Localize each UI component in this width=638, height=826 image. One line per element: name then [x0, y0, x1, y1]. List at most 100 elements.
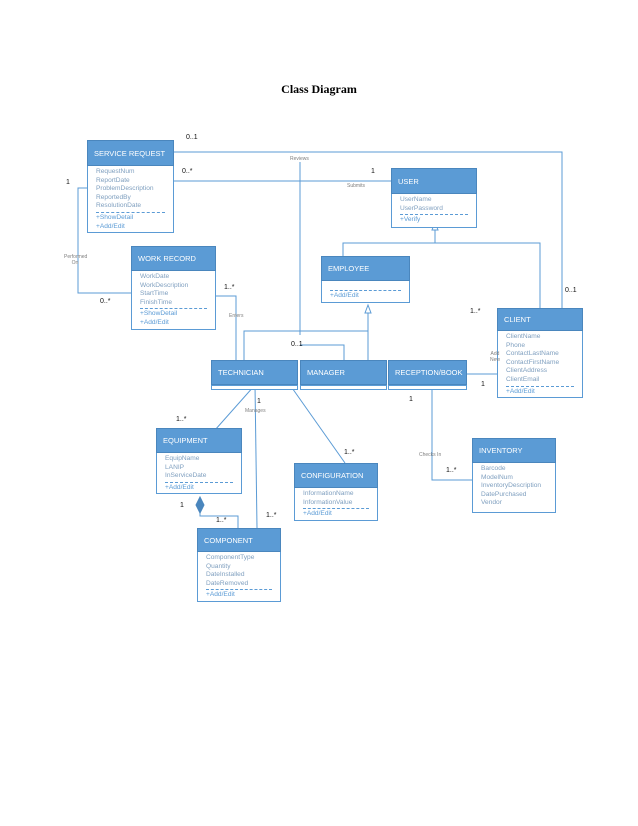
multiplicity-label: 1 — [409, 396, 413, 403]
class-name: WORK RECORD — [131, 246, 216, 271]
class-work-record: WORK RECORD WorkDate WorkDescription Sta… — [131, 246, 216, 330]
attr: InformationName — [303, 490, 354, 497]
multiplicity-label: 0..* — [182, 168, 193, 175]
class-name: CONFIGURATION — [294, 463, 378, 488]
attr: LANIP — [165, 463, 185, 471]
attr: ModelNum — [481, 473, 513, 481]
class-technician: TECHNICIAN — [211, 360, 298, 390]
attr: ResolutionDate — [96, 202, 142, 210]
attr: ComponentType — [206, 554, 255, 561]
assoc-sr-client — [173, 151, 563, 308]
class-name: INVENTORY — [472, 438, 556, 463]
assoc-label: Add New — [489, 351, 500, 363]
gen-client-user — [435, 242, 541, 308]
class-user: USER UserName UserPassword +Verify — [391, 168, 477, 228]
class-name: SERVICE REQUEST — [87, 140, 174, 166]
attr: Vendor — [481, 499, 502, 507]
assoc-label: Reviews — [290, 156, 309, 162]
multiplicity-label: 1 — [371, 168, 375, 175]
assoc-label: Performed On — [64, 254, 88, 266]
attr: Quantity — [206, 562, 231, 570]
class-equipment: EQUIPMENT EquipName LANIP InServiceDate … — [156, 428, 242, 495]
operation: +ShowDetail — [140, 310, 178, 318]
assoc-manages-equip — [214, 384, 256, 431]
assoc-tech-comp — [254, 384, 258, 529]
attr: FinishTime — [140, 298, 172, 306]
assoc-label: Manages — [245, 408, 266, 414]
multiplicity-label: 1 — [481, 381, 485, 388]
attr: Phone — [506, 341, 526, 349]
gen-manager — [300, 344, 345, 360]
class-service-request: SERVICE REQUEST RequestNum ReportDate Pr… — [87, 140, 174, 234]
attr: ContactLastName — [506, 350, 559, 358]
attr: ContactFirstName — [506, 358, 560, 366]
class-manager: MANAGER — [300, 360, 387, 390]
operation: +Add/Edit — [140, 318, 169, 326]
attr: EquipName — [165, 455, 200, 462]
assoc-checks-in — [431, 385, 472, 481]
attr: WorkDescription — [140, 281, 189, 289]
multiplicity-label: 0..1 — [565, 287, 577, 294]
class-name: TECHNICIAN — [211, 360, 298, 385]
class-name: MANAGER — [300, 360, 387, 385]
class-name: EMPLOYEE — [321, 256, 410, 281]
multiplicity-label: 1..* — [446, 467, 457, 474]
class-reception-book: RECEPTION/BOOK — [388, 360, 467, 390]
attr: ProblemDescription — [96, 185, 154, 193]
attr: ClientName — [506, 333, 541, 340]
gen-emp-user — [342, 228, 436, 256]
gen-arrow-employee — [364, 303, 372, 314]
multiplicity-label: 1 — [66, 179, 70, 186]
operation: +Add/Edit — [206, 591, 235, 599]
operation: +Add/Edit — [96, 222, 125, 230]
attr: DateInstalled — [206, 571, 245, 579]
attr: UserPassword — [400, 204, 443, 212]
operation: +Add/Edit — [506, 387, 535, 395]
multiplicity-label: 1..* — [266, 512, 277, 519]
attr: ClientEmail — [506, 375, 540, 383]
attr: RequestNum — [96, 168, 135, 175]
multiplicity-label: 0..1 — [291, 341, 303, 348]
diagram-title: Class Diagram — [281, 82, 357, 96]
class-employee: EMPLOYEE +Add/Edit — [321, 256, 410, 303]
multiplicity-label: 1 — [257, 398, 261, 405]
multiplicity-label: 0..* — [100, 298, 111, 305]
attr: WorkDate — [140, 273, 170, 280]
assoc-tech-config — [289, 384, 346, 464]
assoc-performed-on — [77, 187, 131, 294]
attr: InServiceDate — [165, 472, 207, 480]
operation: +Verify — [400, 216, 421, 224]
operation: +Add/Edit — [330, 292, 359, 299]
assoc-enters — [216, 295, 237, 360]
multiplicity-label: 1..* — [344, 449, 355, 456]
operation: +ShowDetail — [96, 213, 134, 221]
attr: DateRemoved — [206, 579, 249, 587]
multiplicity-label: 0..1 — [186, 134, 198, 141]
class-name: EQUIPMENT — [156, 428, 242, 453]
class-name: RECEPTION/BOOK — [388, 360, 467, 385]
multiplicity-label: 1..* — [470, 308, 481, 315]
attr: InventoryDescription — [481, 482, 542, 490]
class-name: COMPONENT — [197, 528, 281, 552]
class-configuration: CONFIGURATION InformationName Informatio… — [294, 463, 378, 521]
class-component: COMPONENT ComponentType Quantity DateIns… — [197, 528, 281, 602]
attr: ReportDate — [96, 176, 130, 184]
gen-tech-emp — [243, 310, 369, 360]
assoc-label: Checks In — [419, 452, 442, 458]
attr: ClientAddress — [506, 367, 548, 375]
attr: ReportedBy — [96, 193, 131, 201]
multiplicity-label: 1..* — [224, 284, 235, 291]
operation: +Add/Edit — [165, 483, 194, 491]
operation: +Add/Edit — [303, 510, 332, 518]
class-name: USER — [391, 168, 477, 194]
class-client: CLIENT ClientName Phone ContactLastName … — [497, 308, 583, 399]
attr: InformationValue — [303, 498, 353, 506]
class-name: CLIENT — [497, 308, 583, 331]
attr: DatePurchased — [481, 490, 527, 498]
attr: UserName — [400, 196, 432, 203]
attr: StartTime — [140, 290, 169, 298]
attr: Barcode — [481, 465, 506, 472]
multiplicity-label: 1..* — [216, 517, 227, 524]
